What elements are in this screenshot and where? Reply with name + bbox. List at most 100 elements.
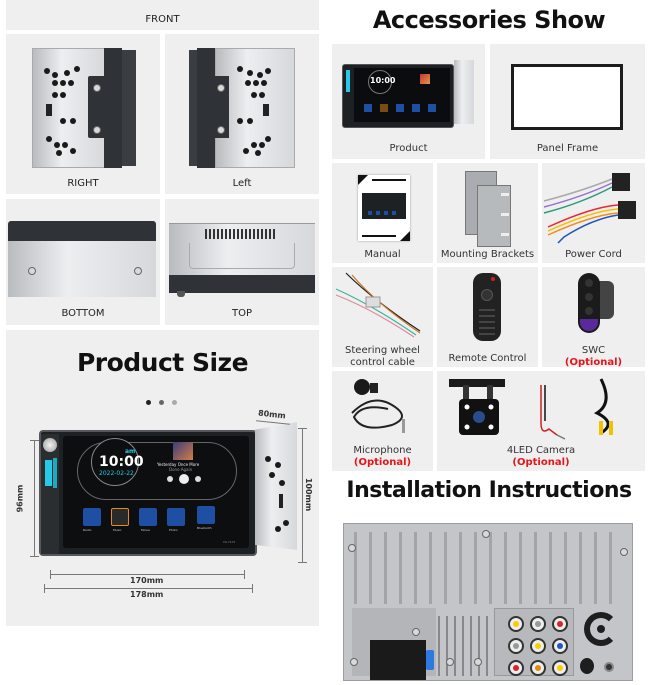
antenna-jack xyxy=(580,658,594,674)
app-label-music: Music xyxy=(113,528,122,532)
rca-jack-blue xyxy=(552,638,568,654)
carousel-dots xyxy=(146,400,186,406)
manual-thumbnail xyxy=(358,175,410,241)
steering-label-line1: Steering wheel xyxy=(345,345,420,356)
inner-width-dimension: 170mm xyxy=(130,576,164,585)
power-cord-thumbnail xyxy=(543,173,636,244)
installation-title: Installation Instructions xyxy=(346,478,632,503)
app-radio[interactable] xyxy=(83,508,101,526)
prev-button[interactable] xyxy=(167,476,173,482)
song-artist: Done Again xyxy=(169,467,193,472)
left-side-image xyxy=(189,48,299,168)
rca-jack-red-2 xyxy=(508,660,524,676)
camera-thumbnail xyxy=(449,378,613,440)
model-label: CK-7107 xyxy=(223,540,236,544)
remote-control-thumbnail xyxy=(473,273,501,341)
accessory-panel-frame: Panel Frame xyxy=(490,44,645,159)
accessory-mounting-brackets-label: Mounting Brackets xyxy=(440,249,535,260)
panel-frame-thumbnail xyxy=(511,64,623,130)
fan-icon xyxy=(584,612,618,646)
steering-cable-thumbnail xyxy=(335,272,421,338)
accessories-title: Accessories Show xyxy=(372,6,606,34)
accessory-product-label: Product xyxy=(389,143,428,154)
steering-label-line2: control cable xyxy=(350,357,415,368)
song-title: Yesterday Once More xyxy=(157,462,200,467)
swc-name: SWC xyxy=(581,345,606,356)
screen-time: 10:00 xyxy=(99,454,144,470)
swc-thumbnail xyxy=(578,273,616,333)
front-view-panel: FRONT xyxy=(6,0,319,30)
app-label-movie: Movie xyxy=(141,528,150,532)
accessory-steering-wheel-cable-label: Steering wheel control cable xyxy=(332,345,433,369)
screen-date: 2022-02-22 xyxy=(99,470,134,477)
camera-optional: (Optional) xyxy=(512,457,570,468)
app-music[interactable] xyxy=(111,508,129,526)
mounting-brackets-thumbnail xyxy=(465,171,515,247)
right-view-panel: RIGHT xyxy=(6,34,160,194)
rca-jack-yellow-3 xyxy=(552,660,568,676)
accessory-microphone-label: Microphone (Optional) xyxy=(332,445,433,469)
top-side-image xyxy=(169,215,315,299)
accessory-remote-control: Remote Control xyxy=(437,267,538,367)
top-label: TOP xyxy=(231,308,252,319)
bottom-view-panel: BOTTOM xyxy=(6,199,160,325)
app-photo[interactable] xyxy=(167,508,185,526)
top-view-panel: TOP xyxy=(165,199,319,325)
accessory-swc: SWC (Optional) xyxy=(542,267,645,369)
body-height-dimension: 100mm xyxy=(304,477,314,512)
accessory-power-cord-label: Power Cord xyxy=(565,249,622,260)
carousel-dot-2[interactable] xyxy=(159,400,164,405)
camera-name: 4LED Camera xyxy=(506,445,576,456)
carousel-dot-1[interactable] xyxy=(146,400,151,405)
front-label: FRONT xyxy=(145,14,180,25)
microphone-name: Microphone xyxy=(353,445,412,456)
screen-ampm: am xyxy=(125,448,136,455)
front-height-dimension: 96mm xyxy=(15,484,25,513)
product-thumbnail: 10:00 xyxy=(342,60,474,128)
rca-jack-white-1 xyxy=(530,616,546,632)
microphone-thumbnail xyxy=(351,379,405,433)
left-label: Left xyxy=(232,178,252,189)
accessory-swc-label: SWC (Optional) xyxy=(542,345,645,369)
carousel-dot-3[interactable] xyxy=(172,400,177,405)
bottom-label: BOTTOM xyxy=(61,308,105,319)
app-movie[interactable] xyxy=(139,508,157,526)
accessory-remote-control-label: Remote Control xyxy=(448,353,527,364)
accessory-mounting-brackets: Mounting Brackets xyxy=(437,163,538,263)
app-label-bluetooth: Bluetooth xyxy=(197,526,212,530)
accessory-4led-camera-label: 4LED Camera (Optional) xyxy=(437,445,645,469)
app-bluetooth[interactable] xyxy=(197,506,215,524)
screen: am 10:00 2022-02-22 Yesterday Once More … xyxy=(63,436,249,548)
product-size-panel: Product Size am 10:00 2022-02-22 Yesterd… xyxy=(6,330,319,626)
accessory-manual-label: Manual xyxy=(364,249,401,260)
accessory-panel-frame-label: Panel Frame xyxy=(536,143,599,154)
outer-width-dimension: 178mm xyxy=(130,590,164,599)
rear-panel-image xyxy=(343,523,633,681)
album-art xyxy=(173,442,193,460)
rca-jack-yellow-2 xyxy=(530,638,546,654)
rca-jack-white-2 xyxy=(508,638,524,654)
depth-dimension: 80mm xyxy=(257,408,287,421)
volume-knob-icon xyxy=(43,438,57,452)
right-side-image xyxy=(26,48,140,168)
app-label-photo: Photo xyxy=(169,528,178,532)
accessory-steering-wheel-cable: Steering wheel control cable xyxy=(332,267,433,369)
product-size-title: Product Size xyxy=(76,348,249,377)
play-button[interactable] xyxy=(179,474,189,484)
accessory-manual: Manual xyxy=(332,163,433,263)
app-label-radio: Radio xyxy=(83,528,92,532)
microphone-optional: (Optional) xyxy=(353,457,412,468)
rca-jack-yellow-1 xyxy=(508,616,524,632)
iso-connector xyxy=(370,640,426,680)
accessory-microphone: Microphone (Optional) xyxy=(332,371,433,471)
head-unit-image: am 10:00 2022-02-22 Yesterday Once More … xyxy=(39,422,299,594)
left-view-panel: Left xyxy=(165,34,319,194)
bottom-side-image xyxy=(8,215,158,299)
accessory-power-cord: Power Cord xyxy=(542,163,645,263)
next-button[interactable] xyxy=(195,476,201,482)
right-label: RIGHT xyxy=(67,178,99,189)
rca-jack-red-1 xyxy=(552,616,568,632)
mic-jack xyxy=(604,662,614,672)
rca-jack-orange xyxy=(530,660,546,676)
accessory-product: 10:00 Product xyxy=(332,44,485,159)
